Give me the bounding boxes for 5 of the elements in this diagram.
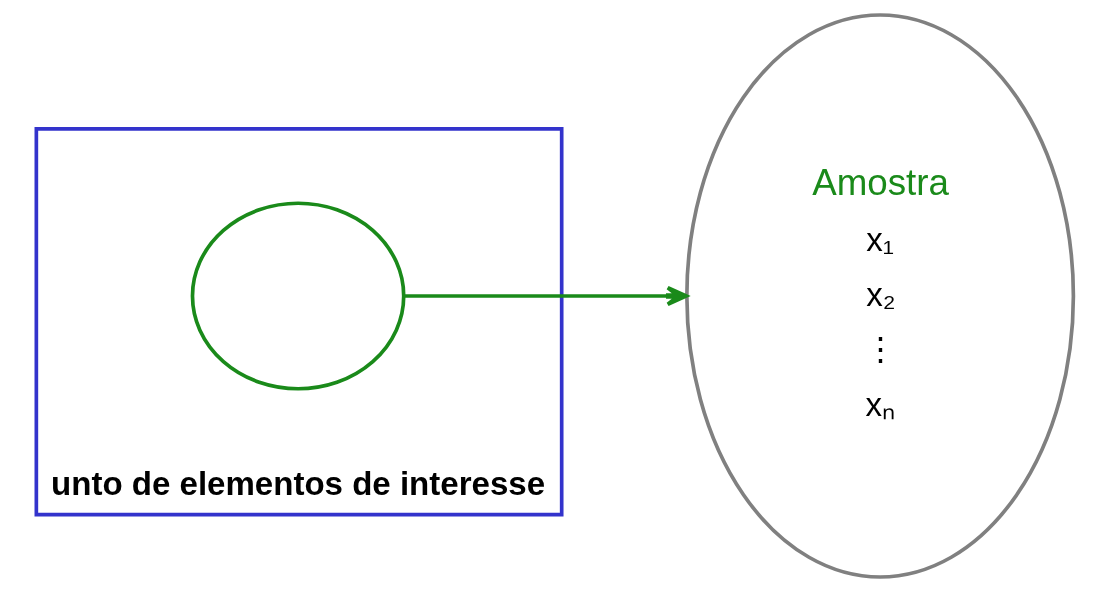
cluster bbox=[34, 127, 564, 517]
node-blob bbox=[190, 201, 406, 391]
node-ellipse: Amostra x₁ x₂ ⋮ xₙ bbox=[685, 13, 1076, 579]
node-label: unto de elementos de interesse bbox=[51, 465, 546, 503]
arrow bbox=[404, 285, 689, 307]
